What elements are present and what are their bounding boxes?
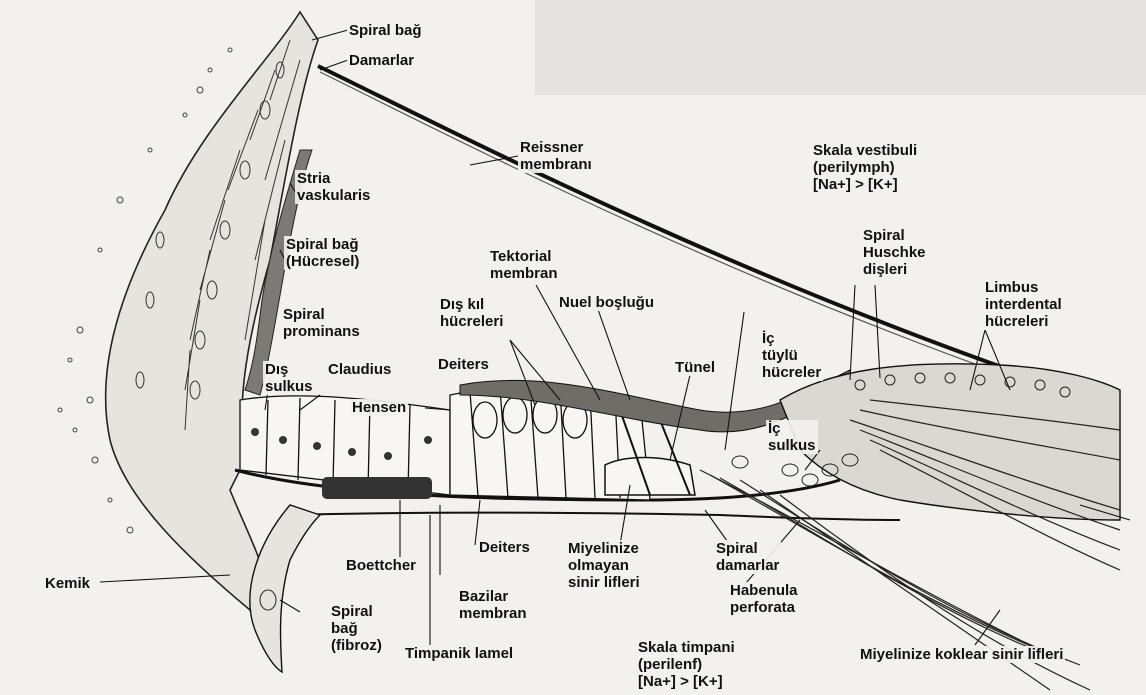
label-miyelinize-olmayan: Miyelinize olmayan sinir lifleri [566,540,642,591]
label-spiral-prominans-line1: Spiral [283,306,360,323]
label-nuel: Nuel boşluğu [557,294,656,311]
label-bazilar-line2: membran [459,605,527,622]
label-hensen: Hensen [350,399,408,416]
label-stria: Stria vaskularis [295,170,372,204]
label-reissner-line2: membranı [520,156,592,173]
label-skala-vestibuli-line1: Skala vestibuli [813,142,917,159]
label-spiral-prominans: Spiral prominans [281,306,362,340]
label-reissner: Reissner membranı [518,139,594,173]
label-deiters-bottom: Deiters [477,539,532,556]
label-dis-sulkus-line2: sulkus [265,378,313,395]
label-skala-vestibuli-line2: (perilymph) [813,159,917,176]
label-bazilar: Bazilar membran [457,588,529,622]
label-spiral-bag-fibroz-line2: bağ [331,620,382,637]
label-stria-line2: vaskularis [297,187,370,204]
label-limbus-line1: Limbus [985,279,1062,296]
label-spiral-huschke: Spiral Huschke dişleri [861,227,928,278]
label-spiral-bag-hucresel-line2: (Hücresel) [286,253,359,270]
label-habenula: Habenula perforata [728,582,800,616]
label-spiral-bag-fibroz: Spiral bağ (fibroz) [329,603,384,654]
label-dis-sulkus: Dış sulkus [263,361,315,395]
label-spiral-bag-top: Spiral bağ [347,22,424,39]
label-spiral-huschke-line3: dişleri [863,261,926,278]
label-limbus-line2: interdental [985,296,1062,313]
label-spiral-damarlar: Spiral damarlar [714,540,781,574]
label-skala-timpani-line2: (perilenf) [638,656,735,673]
label-ic-sulkus-line1: İç [768,420,816,437]
label-timpanik-lamel: Timpanik lamel [403,645,515,662]
label-claudius: Claudius [326,361,393,378]
label-spiral-bag-fibroz-line1: Spiral [331,603,382,620]
label-dis-kil: Dış kıl hücreleri [438,296,505,330]
label-stria-line1: Stria [297,170,370,187]
label-spiral-prominans-line2: prominans [283,323,360,340]
label-miyelinize-koklear: Miyelinize koklear sinir lifleri [858,646,1065,663]
label-habenula-line2: perforata [730,599,798,616]
label-skala-timpani-line3: [Na+] > [K+] [638,673,735,690]
label-deiters-top: Deiters [436,356,491,373]
label-ic-tuylu-line1: İç [762,330,821,347]
label-ic-tuylu-line2: tüylü [762,347,821,364]
label-kemik: Kemik [43,575,92,592]
label-ic-tuylu: İç tüylü hücreler [760,330,823,381]
label-skala-timpani-line1: Skala timpani [638,639,735,656]
label-reissner-line1: Reissner [520,139,592,156]
label-tunel: Tünel [673,359,717,376]
label-tektorial-line1: Tektorial [490,248,558,265]
label-ic-sulkus: İç sulkus [766,420,818,454]
label-limbus: Limbus interdental hücreleri [983,279,1064,330]
label-spiral-huschke-line2: Huschke [863,244,926,261]
label-ic-sulkus-line2: sulkus [768,437,816,454]
label-miyelinize-olmayan-line3: sinir lifleri [568,574,640,591]
label-spiral-bag-hucresel: Spiral bağ (Hücresel) [284,236,361,270]
label-spiral-damarlar-line2: damarlar [716,557,779,574]
label-miyelinize-olmayan-line1: Miyelinize [568,540,640,557]
label-spiral-damarlar-line1: Spiral [716,540,779,557]
label-dis-sulkus-line1: Dış [265,361,313,378]
label-boettcher: Boettcher [344,557,418,574]
label-spiral-bag-fibroz-line3: (fibroz) [331,637,382,654]
label-tektorial: Tektorial membran [488,248,560,282]
label-dis-kil-line1: Dış kıl [440,296,503,313]
label-spiral-huschke-line1: Spiral [863,227,926,244]
label-miyelinize-olmayan-line2: olmayan [568,557,640,574]
boettcher-cells [322,477,432,499]
label-limbus-line3: hücreleri [985,313,1062,330]
label-damarlar: Damarlar [347,52,416,69]
label-ic-tuylu-line3: hücreler [762,364,821,381]
label-dis-kil-line2: hücreleri [440,313,503,330]
label-spiral-bag-hucresel-line1: Spiral bağ [286,236,359,253]
top-right-shade [535,0,1146,95]
label-skala-vestibuli: Skala vestibuli (perilymph) [Na+] > [K+] [811,142,919,193]
label-habenula-line1: Habenula [730,582,798,599]
label-skala-vestibuli-line3: [Na+] > [K+] [813,176,917,193]
label-bazilar-line1: Bazilar [459,588,527,605]
label-tektorial-line2: membran [490,265,558,282]
label-skala-timpani: Skala timpani (perilenf) [Na+] > [K+] [636,639,737,690]
